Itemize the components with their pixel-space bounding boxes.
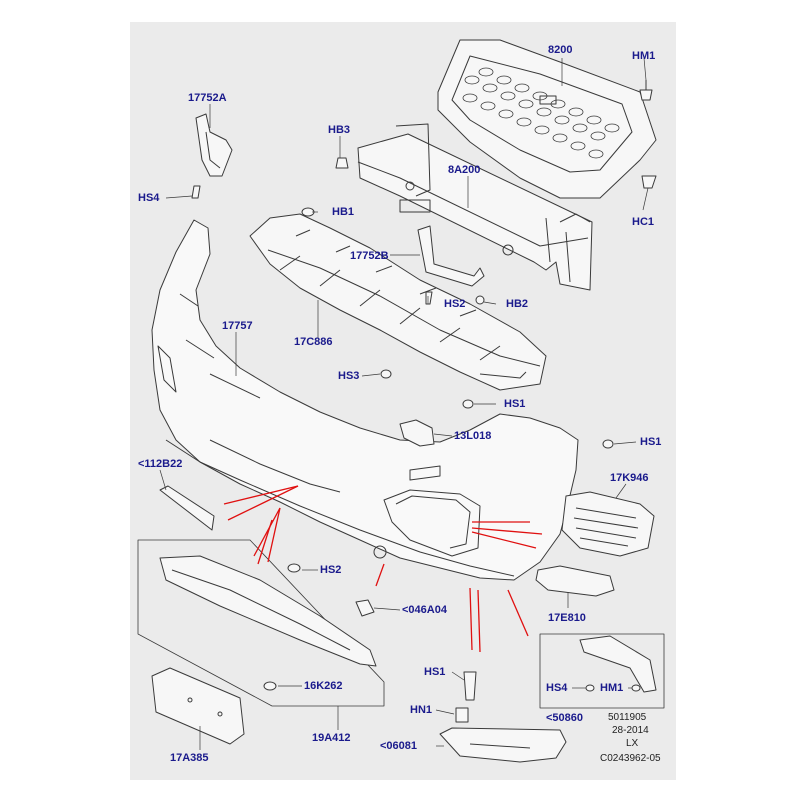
label-06081: <06081 (380, 740, 418, 752)
label-19a412: 19A412 (312, 732, 351, 744)
lower-panel-part-19a412 (137, 539, 385, 707)
part-06081 (439, 727, 567, 763)
label-16k262: 16K262 (304, 680, 343, 692)
info-date-code: 28-2014 (612, 725, 649, 736)
label-hs1-low: HS1 (424, 666, 446, 678)
info-drawing-number: 5011905 (608, 712, 647, 723)
label-hs4-left: HS4 (138, 192, 160, 204)
carrier-part-8a200 (357, 123, 593, 291)
part-112b22 (159, 485, 215, 531)
part-box-50860 (539, 633, 665, 709)
label-17752a: 17752A (188, 92, 227, 104)
label-17757: 17757 (222, 320, 253, 332)
part-17e810 (535, 565, 615, 597)
label-hm1-box: HM1 (600, 682, 624, 694)
part-13l018 (399, 419, 435, 447)
label-8200: 8200 (548, 44, 573, 56)
grille-part-8200 (437, 39, 657, 199)
plate-part-17a385 (151, 667, 245, 745)
label-50860: <50860 (546, 712, 584, 724)
label-046a04: <046A04 (402, 604, 447, 616)
label-17k946: 17K946 (610, 472, 649, 484)
label-17752b: 17752B (350, 250, 389, 262)
label-hs2-top: HS2 (444, 298, 466, 310)
red-indicator-arrows (223, 485, 543, 653)
fog-grille-part-17k946 (561, 491, 655, 557)
label-17c886: 17C886 (294, 336, 333, 348)
label-hn1: HN1 (410, 704, 433, 716)
leader-lines (159, 57, 649, 750)
fasteners (191, 80, 657, 723)
label-hc1: HC1 (632, 216, 655, 228)
absorber-part-17c886 (249, 213, 547, 391)
label-hs2-low: HS2 (320, 564, 342, 576)
bracket-part-17752a (195, 113, 233, 177)
label-hb2: HB2 (506, 298, 529, 310)
label-hm1-top: HM1 (632, 50, 656, 62)
label-hs4-box: HS4 (546, 682, 568, 694)
info-model-code: LX (626, 738, 639, 749)
label-hb3: HB3 (328, 124, 351, 136)
info-illustration-id: C0243962-05 (600, 753, 661, 764)
label-112b22: <112B22 (138, 458, 183, 470)
label-17a385: 17A385 (170, 752, 209, 764)
label-hb1: HB1 (332, 206, 355, 218)
label-hs1-mid: HS1 (504, 398, 526, 410)
label-hs3: HS3 (338, 370, 360, 382)
label-8a200: 8A200 (448, 164, 481, 176)
label-17e810: 17E810 (548, 612, 586, 624)
bracket-part-17752b (417, 225, 485, 287)
label-13l018: 13L018 (454, 430, 492, 442)
label-hs1-right: HS1 (640, 436, 662, 448)
